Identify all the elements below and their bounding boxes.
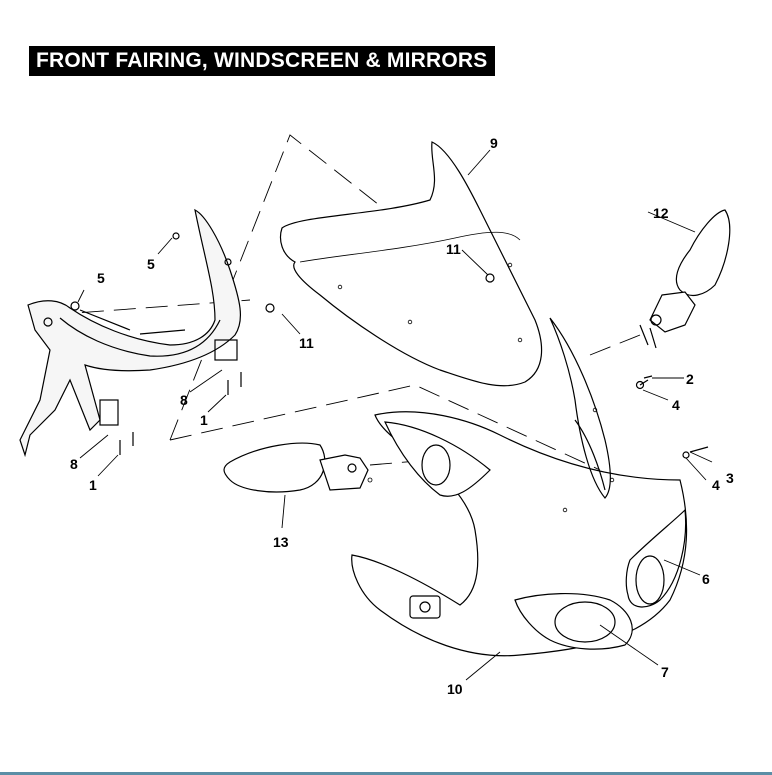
fairing-stay-bracket [19, 208, 241, 458]
callout-4-lower: 4 [712, 477, 720, 493]
callout-6: 6 [702, 571, 710, 587]
callout-12: 12 [653, 205, 669, 221]
front-fairing [351, 317, 688, 657]
callout-10: 10 [447, 681, 463, 697]
callout-1-lower: 1 [89, 477, 97, 493]
callout-11-bracket: 11 [299, 335, 314, 351]
page-title: FRONT FAIRING, WINDSCREEN & MIRRORS [29, 46, 495, 76]
mirror-left [223, 442, 373, 493]
callout-5-left: 5 [97, 270, 105, 286]
callout-8-lower: 8 [70, 456, 78, 472]
callout-13: 13 [273, 534, 289, 550]
callout-5-upper: 5 [147, 256, 155, 272]
callout-2: 2 [686, 371, 694, 387]
callout-8-upper: 8 [180, 392, 188, 408]
callout-3: 3 [726, 470, 734, 486]
callout-1-upper: 1 [200, 412, 208, 428]
callout-7: 7 [661, 664, 669, 680]
headlight-assembly [514, 508, 687, 650]
callout-11-windscreen: 11 [446, 241, 461, 257]
mirror-right [639, 209, 731, 349]
callout-9: 9 [490, 135, 498, 151]
windscreen [279, 141, 543, 387]
callout-4-upper: 4 [672, 397, 680, 413]
fasteners [70, 232, 709, 459]
bottom-rule [0, 772, 772, 775]
callout-leaders [77, 149, 713, 681]
